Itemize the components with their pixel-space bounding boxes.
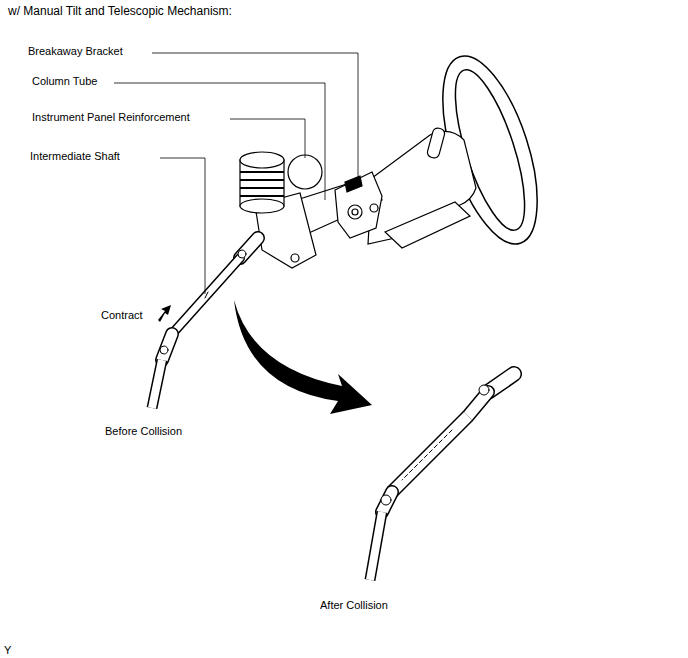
column-cover-part <box>426 127 445 159</box>
intermediate-shaft-after-part <box>381 495 391 505</box>
leader-lines <box>114 53 358 294</box>
part-label: Breakaway Bracket <box>28 45 123 58</box>
column-tube-part <box>352 209 358 215</box>
column-tube-part <box>345 176 362 192</box>
title: w/ Manual Tilt and Telescopic Mechanism: <box>8 5 232 18</box>
intermediate-shaft-after-part <box>468 392 488 416</box>
intermediate-shaft-before-part <box>205 292 208 298</box>
intermediate-shaft-after-part <box>392 416 468 492</box>
instrument-panel-reinforcement-part <box>288 155 322 189</box>
motor-lock-part <box>240 152 284 168</box>
collision-arrow-part <box>234 300 372 414</box>
contract-arrow-part <box>158 305 171 322</box>
collision-arrow <box>234 300 372 414</box>
intermediate-shaft-after-part <box>382 492 392 512</box>
leader-lines-part <box>114 83 325 200</box>
figure-code: Y <box>4 644 11 657</box>
intermediate-shaft-after-part <box>392 416 468 492</box>
intermediate-shaft-before-part <box>152 360 162 408</box>
intermediate-shaft-after-part <box>370 512 382 580</box>
column-cover-part <box>385 202 470 248</box>
intermediate-shaft-after-part <box>382 492 392 512</box>
part-label: Instrument Panel Reinforcement <box>32 111 190 124</box>
intermediate-shaft-after-part <box>479 385 489 395</box>
intermediate-shaft-before-part <box>172 258 240 334</box>
part-label: Column Tube <box>32 75 97 88</box>
motion-label: Contract <box>101 309 143 322</box>
leader-lines-part <box>160 158 205 294</box>
state-caption: After Collision <box>320 599 388 612</box>
contract-arrow <box>158 305 171 322</box>
column-tube-part <box>370 204 378 212</box>
intermediate-shaft-after-part <box>370 512 382 580</box>
motor-lock-part <box>240 199 284 213</box>
column-tube-part <box>335 172 382 238</box>
motor-lock-part <box>240 172 284 196</box>
intermediate-shaft-after <box>370 374 514 580</box>
state-caption: Before Collision <box>105 425 182 438</box>
column-cover <box>368 127 476 248</box>
intermediate-shaft-after-part <box>468 392 488 416</box>
intermediate-shaft-before-part <box>152 360 162 408</box>
column-tube-part <box>348 205 362 219</box>
instrument-panel-reinforcement <box>288 155 322 189</box>
motor-lock <box>240 152 316 268</box>
intermediate-shaft-before-part <box>238 250 246 258</box>
intermediate-shaft-before-part <box>160 346 168 354</box>
part-label: Intermediate Shaft <box>30 150 120 163</box>
leader-lines-part <box>230 119 305 158</box>
intermediate-shaft-after-part <box>402 430 452 480</box>
intermediate-shaft-before-part <box>172 258 240 334</box>
motor-lock-part <box>291 254 299 262</box>
